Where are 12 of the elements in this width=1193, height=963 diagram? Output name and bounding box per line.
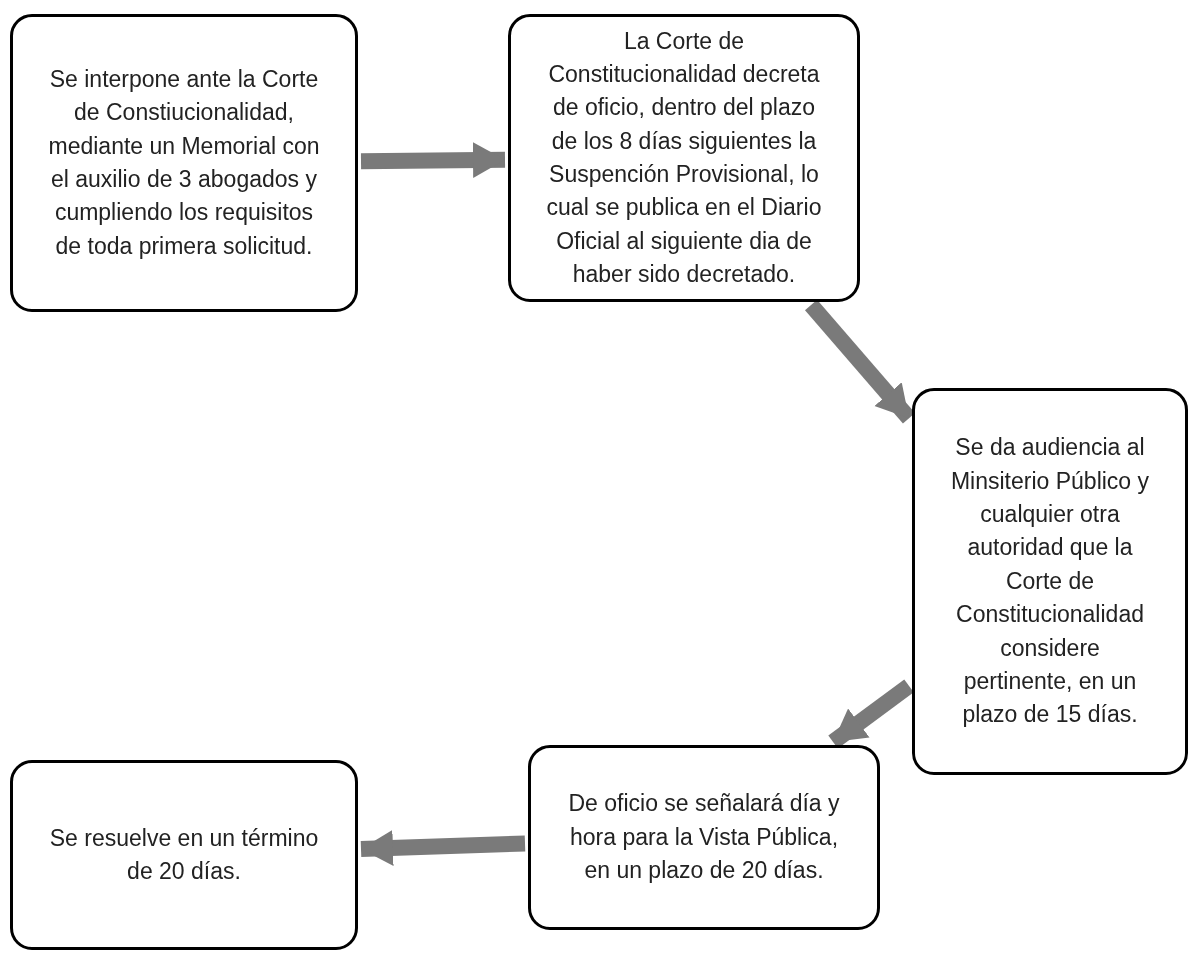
block-arrow: [360, 142, 506, 179]
block-arrow: [360, 830, 526, 866]
step-text: Se interpone ante la Corte de Constiucionalidad, mediante un Memorial con el auxilio de 3 abogados y cumpliendo los requisitos de toda primera solicitud.: [47, 64, 321, 261]
step-text: La Corte de Constitucionalidad decreta de oficio, dentro del plazo de los 8 días siguientes la Suspención Provisional, lo cual se publica en el Diario Oficial al siguiente dia de haber sido decretado.: [545, 26, 823, 290]
step-text: Se resuelve en un término de 20 días.: [48, 823, 320, 886]
process-box: [508, 14, 860, 302]
step-text: Se da audiencia al Minsiterio Público y cualquier otra autoridad que la Corte de Constitucionalidad considere pertinente, en un plazo de 15 días.: [949, 433, 1151, 730]
process-box: [10, 14, 358, 312]
process-box: [912, 388, 1188, 775]
process-box: [10, 760, 358, 950]
process-box: [528, 745, 880, 930]
step-text: De oficio se señalará día y hora para la Vista Pública, en un plazo de 20 días.: [567, 789, 841, 886]
